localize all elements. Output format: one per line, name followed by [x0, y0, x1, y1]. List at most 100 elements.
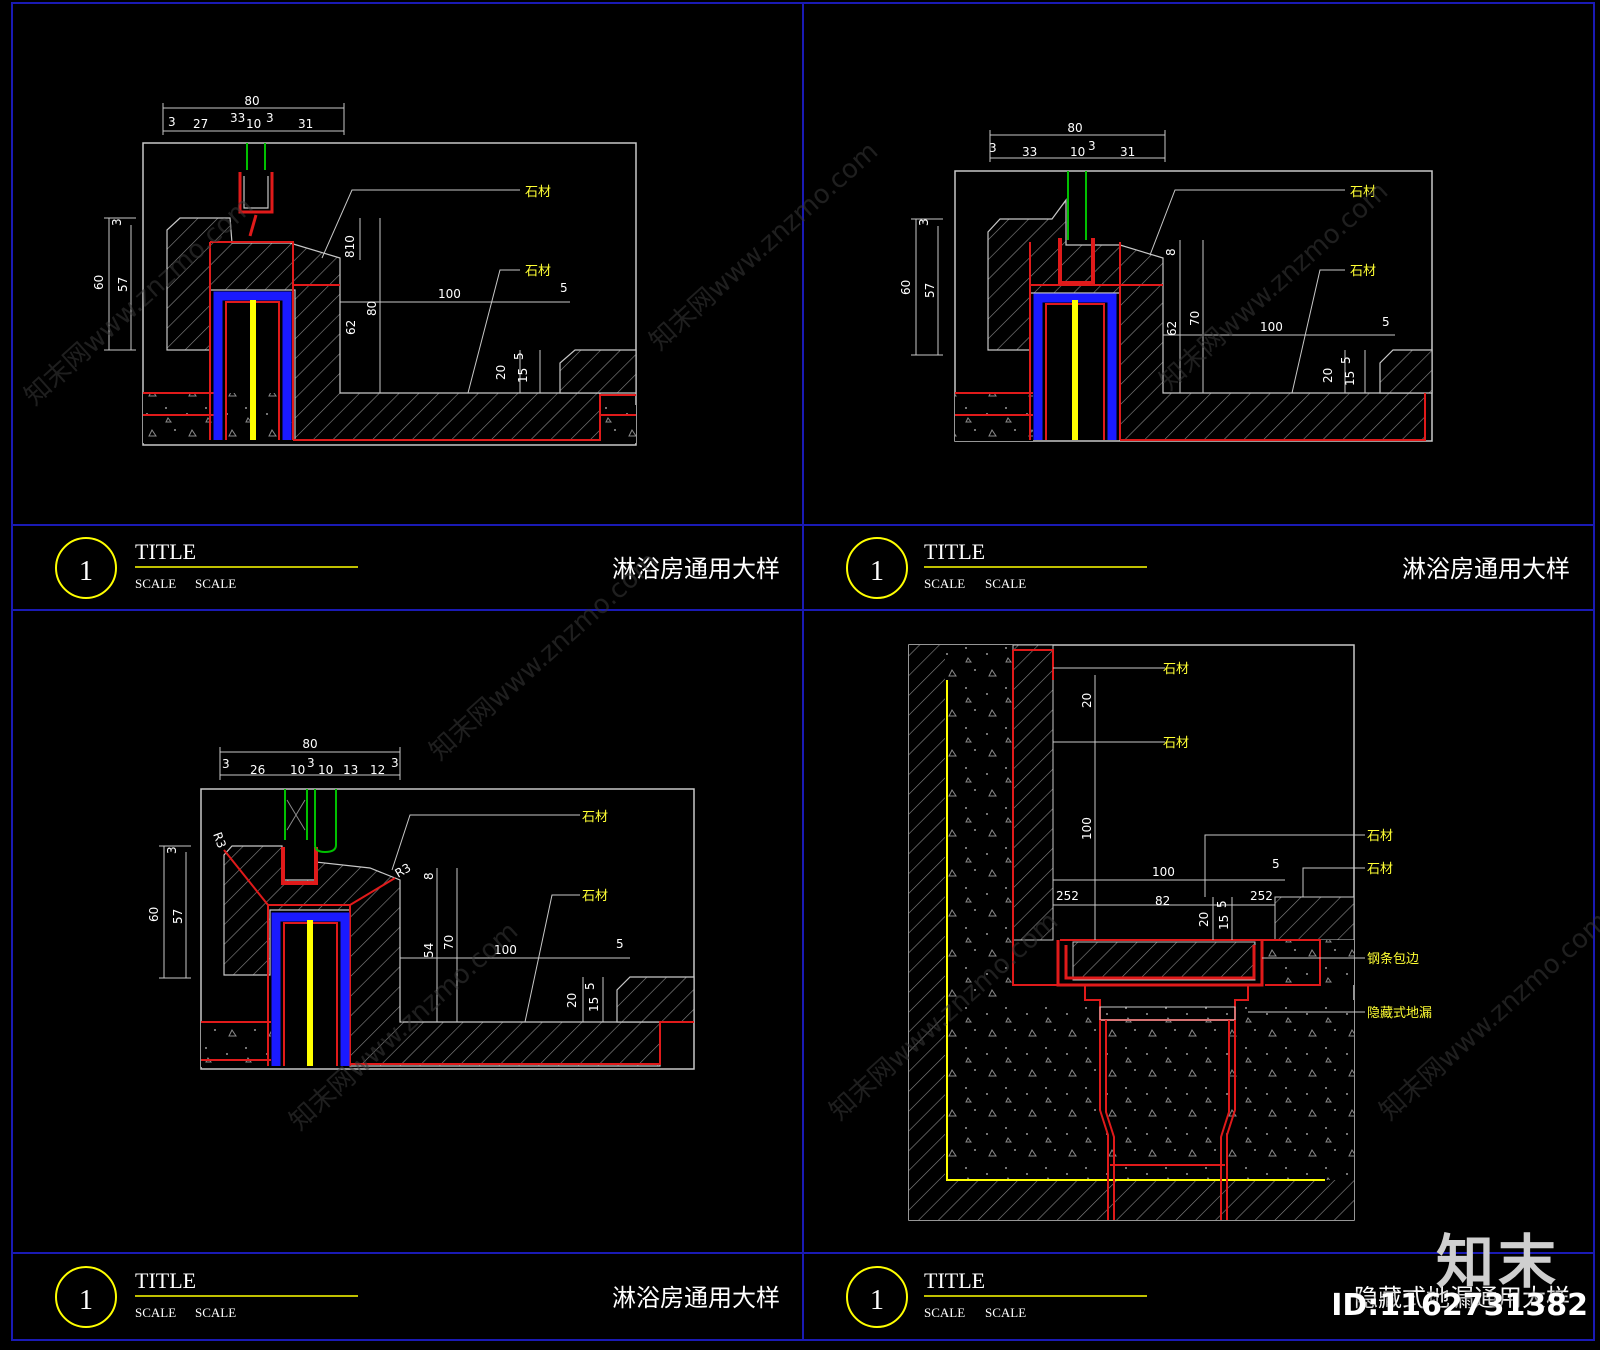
- callout-label: 石材: [1163, 736, 1189, 751]
- dim-label: 15: [1343, 371, 1357, 386]
- slab-hatch: [945, 1180, 1354, 1220]
- title-block-4: 1 TITLE SCALE SCALE 隐藏式地漏通用大样: [846, 1266, 1570, 1328]
- dim-label: 100: [1152, 865, 1175, 879]
- detail-drawing-4: 石材 石材 石材 石材 钢条包边 隐藏式地漏 20 100 100 5 252 …: [908, 644, 1432, 1221]
- dim-label: 5: [512, 352, 526, 360]
- dim-label: 810: [343, 235, 357, 258]
- leader-line: [1291, 269, 1345, 394]
- dim-label: 33: [1022, 145, 1037, 159]
- image-id-label: ID:1162731382: [1331, 1288, 1588, 1323]
- detail-drawing-2: 石材 石材 80 3 33 10 3 31 60 57 3 8 70 62 10…: [899, 121, 1433, 442]
- dim-label: 12: [370, 763, 385, 777]
- dim-label: 80: [1067, 121, 1082, 135]
- dim-label: 15: [516, 368, 530, 383]
- dim-label: 60: [899, 280, 913, 295]
- title-label: TITLE: [924, 539, 985, 564]
- dim-label: 8: [1164, 248, 1178, 256]
- dim-label: 70: [442, 935, 456, 950]
- dim-label: 20: [494, 365, 508, 380]
- dim-label: 70: [1188, 311, 1202, 326]
- stone-cover: [1072, 941, 1256, 981]
- stone-section: [559, 349, 637, 394]
- dim-label: 82: [1155, 894, 1170, 908]
- stone-section: [166, 217, 601, 441]
- dim-label: 5: [1215, 900, 1229, 908]
- dim-label: 62: [344, 320, 358, 335]
- dim-label: 3: [165, 846, 179, 854]
- stone-section: [223, 845, 661, 1067]
- dim-label: 15: [587, 997, 601, 1012]
- detail-border: [142, 142, 637, 446]
- aluminium-channel: [1033, 293, 1117, 440]
- waterproof-line: [143, 241, 636, 441]
- leader-line: [467, 269, 520, 394]
- waterproof-line: [1012, 649, 1321, 986]
- callout-label: 隐藏式地漏: [1367, 1005, 1432, 1021]
- dim-label: 10: [318, 763, 333, 777]
- detail-number-circle: [846, 1266, 908, 1328]
- dimension-lines: [104, 103, 570, 393]
- detail-caption: 淋浴房通用大样: [612, 1284, 780, 1312]
- concrete-base: [955, 393, 1033, 441]
- detail-caption: 淋浴房通用大样: [612, 555, 780, 583]
- callout-label: 石材: [1163, 662, 1189, 677]
- dimension-lines: [911, 130, 1395, 393]
- dim-label: 20: [565, 993, 579, 1008]
- dim-label: 3: [307, 756, 315, 770]
- steel-edge: [1056, 940, 1264, 987]
- callout-label: 石材: [1367, 862, 1393, 877]
- aluminium-channel: [271, 912, 350, 1066]
- detail-number-circle: [55, 537, 117, 599]
- dim-label: 3: [917, 218, 931, 226]
- callout-label: 石材: [1350, 185, 1376, 200]
- dim-label: 5: [583, 982, 597, 990]
- detail-number: 1: [79, 1285, 93, 1316]
- waterproof-line: [955, 242, 1426, 441]
- scale-label: SCALE: [924, 1305, 965, 1320]
- callout-label: 石材: [1367, 829, 1393, 844]
- dim-label: 26: [250, 763, 265, 777]
- dim-label: 3: [110, 218, 124, 226]
- dim-label: 27: [193, 117, 208, 131]
- stone-section: [987, 198, 1426, 441]
- callout-label: 石材: [582, 810, 608, 825]
- brand-logo: 知末: [1435, 1228, 1560, 1296]
- scale-label: SCALE: [135, 576, 176, 591]
- stone-section: [1379, 349, 1433, 394]
- title-block-1: 1 TITLE SCALE SCALE 淋浴房通用大样: [55, 537, 780, 599]
- wall-hatch: [909, 645, 945, 1220]
- drain-pipe: [1099, 1020, 1236, 1220]
- drain-grate: [1099, 1006, 1236, 1021]
- glass-clamp: [1058, 238, 1095, 285]
- dim-label: 10: [246, 117, 261, 131]
- detail-caption: 隐藏式地漏通用大样: [1354, 1284, 1570, 1312]
- dim-label: 3: [222, 757, 230, 771]
- detail-number: 1: [870, 1285, 884, 1316]
- dim-label: 3: [266, 111, 274, 125]
- dim-label: 13: [343, 763, 358, 777]
- concrete-base: [600, 405, 636, 443]
- dim-label: 5: [616, 937, 624, 951]
- callout-label: 石材: [525, 264, 551, 279]
- dimension-lines: [1053, 675, 1285, 940]
- dim-label: 20: [1197, 912, 1211, 927]
- dim-label: 5: [1339, 356, 1353, 364]
- dim-label: 31: [298, 117, 313, 131]
- dim-label: 252: [1250, 889, 1273, 903]
- glass-clamp: [238, 172, 274, 214]
- dim-label: R3: [210, 830, 229, 850]
- dim-label: 10: [1070, 145, 1085, 159]
- glass-clamp: [281, 847, 318, 885]
- dim-label: 3: [391, 756, 399, 770]
- dim-label: 80: [302, 737, 317, 751]
- scale-value: SCALE: [985, 1305, 1026, 1320]
- concrete-base: [945, 1000, 1354, 1180]
- callout-label: 石材: [525, 185, 551, 200]
- dim-label: 5: [1382, 315, 1390, 329]
- dim-label: 62: [1165, 321, 1179, 336]
- aluminium-channel: [213, 291, 292, 440]
- dim-label: 5: [1272, 857, 1280, 871]
- detail-number-circle: [55, 1266, 117, 1328]
- title-block-3: 1 TITLE SCALE SCALE 淋浴房通用大样: [55, 1266, 780, 1328]
